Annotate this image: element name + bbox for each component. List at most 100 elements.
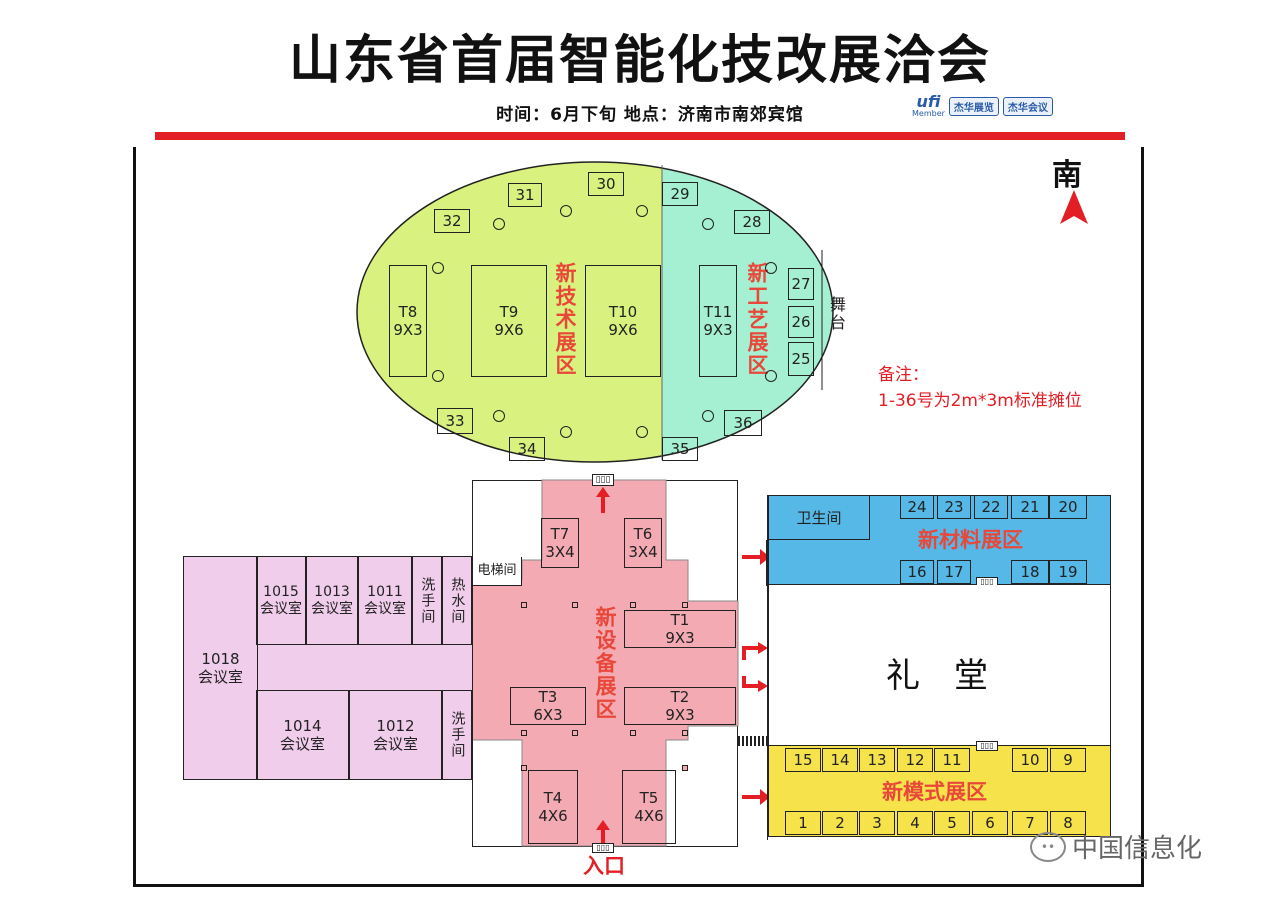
table-t1-id: T1 (670, 611, 690, 629)
table-t4-size: 4X6 (538, 807, 568, 825)
zone-new-equipment-title: 新设备展区 (593, 606, 618, 721)
table-t6[interactable]: T6 3X4 (624, 518, 662, 568)
header-divider (155, 132, 1125, 140)
booth-8[interactable]: 8 (1050, 811, 1086, 835)
booth-18[interactable]: 18 (1011, 560, 1049, 584)
booth-23[interactable]: 23 (937, 495, 971, 519)
room-1014-number: 1014 (283, 717, 322, 735)
booth-2[interactable]: 2 (822, 811, 858, 835)
booth-16[interactable]: 16 (900, 560, 934, 584)
booth-3[interactable]: 3 (859, 811, 895, 835)
meeting-room-1014[interactable]: 1014 会议室 (256, 690, 349, 780)
booth-12[interactable]: 12 (897, 748, 933, 772)
booth-24[interactable]: 24 (900, 495, 934, 519)
meeting-room-1015[interactable]: 1015 会议室 (256, 556, 306, 645)
booth-13[interactable]: 13 (859, 748, 895, 772)
table-t9[interactable]: T9 9X6 (471, 265, 547, 377)
zone-new-model-title: 新模式展区 (882, 780, 987, 804)
room-1018-name: 会议室 (197, 668, 243, 686)
pillar-icon (572, 602, 578, 608)
table-t7[interactable]: T7 3X4 (541, 518, 579, 568)
meeting-room-1018[interactable]: 1018 会议室 (183, 556, 258, 780)
washroom-lower: 洗手间 (442, 690, 472, 780)
pillar-icon (521, 602, 527, 608)
table-t5-id: T5 (639, 789, 659, 807)
restroom-right: 卫生间 (768, 495, 870, 540)
booth-4[interactable]: 4 (897, 811, 933, 835)
pillar-icon (432, 370, 444, 382)
ufi-logo-text: ufi (916, 92, 941, 111)
entrance-label: 入口 (583, 854, 625, 878)
booth-30[interactable]: 30 (588, 172, 624, 196)
table-t4[interactable]: T4 4X6 (528, 770, 578, 844)
booth-26[interactable]: 26 (788, 306, 814, 338)
table-t3[interactable]: T3 6X3 (510, 687, 586, 725)
booth-20[interactable]: 20 (1049, 495, 1087, 519)
booth-6[interactable]: 6 (972, 811, 1008, 835)
booth-31[interactable]: 31 (508, 183, 542, 207)
pillar-icon (682, 765, 688, 771)
elevator-room: 电梯间 (473, 557, 522, 586)
note-heading: 备注： (878, 365, 929, 385)
booth-17[interactable]: 17 (937, 560, 971, 584)
table-t7-size: 3X4 (545, 543, 575, 561)
pillar-icon (636, 205, 648, 217)
entrance-door-icon: ▯▯▯ (592, 843, 614, 853)
hot-water-room: 热水间 (442, 556, 472, 645)
pillar-icon (521, 730, 527, 736)
booth-29[interactable]: 29 (662, 182, 698, 206)
event-subtitle: 时间：6月下旬 地点：济南市南郊宾馆 (496, 105, 804, 125)
jiehua-exhibition-logo: 杰华展览 (948, 96, 999, 116)
booth-10[interactable]: 10 (1012, 748, 1048, 772)
booth-21[interactable]: 21 (1011, 495, 1049, 519)
meeting-room-1012[interactable]: 1012 会议室 (349, 690, 442, 780)
booth-34[interactable]: 34 (509, 437, 545, 461)
booth-9[interactable]: 9 (1050, 748, 1086, 772)
table-t10[interactable]: T10 9X6 (585, 265, 661, 377)
pillar-icon (682, 730, 688, 736)
up-arrow-icon (596, 487, 610, 513)
pillar-icon (560, 426, 572, 438)
meeting-room-1011[interactable]: 1011 会议室 (358, 556, 412, 645)
table-t8-size: 9X3 (393, 321, 423, 339)
table-t8[interactable]: T8 9X3 (389, 265, 427, 377)
table-t10-size: 9X6 (608, 321, 638, 339)
booth-11[interactable]: 11 (934, 748, 970, 772)
table-t9-size: 9X6 (494, 321, 524, 339)
room-1014-name: 会议室 (279, 735, 325, 753)
booth-1[interactable]: 1 (785, 811, 821, 835)
booth-27[interactable]: 27 (788, 268, 814, 300)
booth-15[interactable]: 15 (785, 748, 821, 772)
booth-36[interactable]: 36 (724, 410, 762, 436)
booth-22[interactable]: 22 (974, 495, 1008, 519)
booth-28[interactable]: 28 (734, 210, 770, 234)
booth-32[interactable]: 32 (434, 209, 470, 233)
booth-14[interactable]: 14 (822, 748, 858, 772)
booth-5[interactable]: 5 (934, 811, 970, 835)
room-1011-name: 会议室 (364, 600, 406, 617)
table-t1[interactable]: T1 9X3 (624, 610, 736, 648)
stairs-icon (738, 736, 768, 746)
table-t5[interactable]: T5 4X6 (622, 770, 676, 844)
booth-25[interactable]: 25 (788, 342, 814, 376)
table-t3-size: 6X3 (533, 706, 563, 724)
booth-19[interactable]: 19 (1049, 560, 1087, 584)
pillar-icon (702, 410, 714, 422)
booth-33[interactable]: 33 (437, 408, 473, 434)
table-t6-size: 3X4 (628, 543, 658, 561)
pillar-icon (432, 262, 444, 274)
map-title: 山东省首届智能化技改展洽会 (288, 31, 991, 91)
pillar-icon (493, 410, 505, 422)
table-t7-id: T7 (550, 525, 570, 543)
booth-35[interactable]: 35 (662, 437, 698, 461)
meeting-room-1013[interactable]: 1013 会议室 (306, 556, 358, 645)
table-t11[interactable]: T11 9X3 (699, 265, 737, 377)
booth-7[interactable]: 7 (1012, 811, 1048, 835)
pillar-icon (560, 205, 572, 217)
auditorium-label: 礼 堂 (886, 656, 988, 696)
table-t2[interactable]: T2 9X3 (624, 687, 736, 725)
room-1013-number: 1013 (314, 583, 350, 600)
north-arrow-icon (1060, 190, 1088, 224)
pillar-icon (630, 730, 636, 736)
turn-arrow-icon (742, 642, 768, 660)
